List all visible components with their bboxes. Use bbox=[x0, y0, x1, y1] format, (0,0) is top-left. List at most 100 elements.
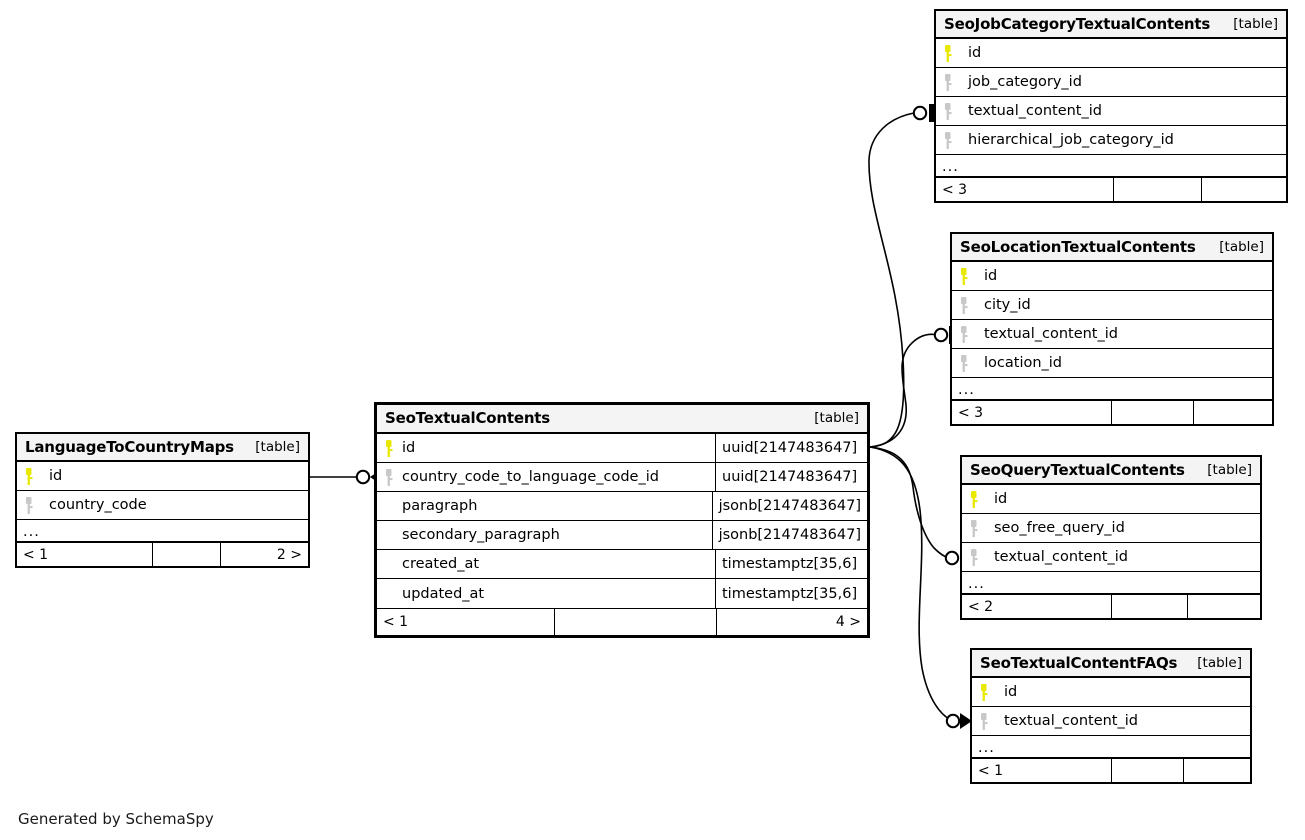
table-row[interactable]: updated_at timestamptz[35,6] bbox=[377, 579, 867, 608]
link-seo-textual-contents-to-location bbox=[869, 333, 939, 448]
foreign-key-icon bbox=[942, 102, 968, 120]
footer-parent-count[interactable]: < 2 bbox=[962, 595, 1112, 618]
column-type: jsonb[2147483647] bbox=[711, 521, 867, 549]
column-name: country_code bbox=[49, 497, 147, 513]
primary-key-icon bbox=[942, 44, 968, 62]
column-type: timestamptz[35,6] bbox=[715, 550, 867, 578]
column-name: job_category_id bbox=[968, 74, 1082, 90]
table-seo-textual-contents[interactable]: SeoTextualContents [table] id uuid[21474… bbox=[374, 402, 870, 638]
table-title: SeoQueryTextualContents bbox=[970, 460, 1185, 479]
table-footer: < 3 bbox=[936, 177, 1286, 201]
column-name: location_id bbox=[984, 355, 1063, 371]
foreign-key-icon bbox=[383, 468, 402, 486]
table-title: SeoJobCategoryTextualContents bbox=[944, 14, 1211, 33]
table-row[interactable]: textual_content_id bbox=[972, 707, 1250, 736]
marker-zero-or-many-faqs bbox=[945, 713, 972, 729]
primary-key-icon bbox=[978, 683, 1004, 701]
table-row[interactable]: hierarchical_job_category_id bbox=[936, 126, 1286, 155]
column-name: id bbox=[984, 268, 998, 284]
footer-child-count[interactable] bbox=[1184, 759, 1250, 782]
column-name: textual_content_id bbox=[1004, 713, 1138, 729]
primary-key-icon bbox=[958, 267, 984, 285]
table-title: LanguageToCountryMaps bbox=[25, 437, 234, 456]
table-title: SeoLocationTextualContents bbox=[960, 237, 1196, 256]
link-seo-textual-contents-to-job-category bbox=[868, 112, 915, 448]
table-seo-textual-content-faqs[interactable]: SeoTextualContentFAQs [table] id textual… bbox=[970, 648, 1252, 784]
table-row[interactable]: id uuid[2147483647] bbox=[377, 434, 867, 463]
table-columns: id uuid[2147483647] country_code_to_lang… bbox=[377, 434, 867, 608]
table-row[interactable]: city_id bbox=[952, 291, 1272, 320]
footer-child-count[interactable] bbox=[1194, 401, 1272, 424]
footer-child-count[interactable]: 4 > bbox=[835, 614, 861, 630]
footer-parent-count[interactable]: < 3 bbox=[952, 401, 1112, 424]
column-type: timestamptz[35,6] bbox=[715, 579, 867, 608]
footer-parent-count[interactable]: < 1 bbox=[377, 609, 555, 635]
column-name: seo_free_query_id bbox=[994, 520, 1125, 536]
table-row[interactable]: seo_free_query_id bbox=[962, 514, 1260, 543]
table-row[interactable]: secondary_paragraph jsonb[2147483647] bbox=[377, 521, 867, 550]
table-columns: id textual_content_id ... bbox=[972, 678, 1250, 758]
table-columns: id job_category_id textual_content_id bbox=[936, 39, 1286, 177]
footer-parent-count[interactable]: < 1 bbox=[17, 543, 153, 566]
column-name: textual_content_id bbox=[994, 549, 1128, 565]
table-title: SeoTextualContentFAQs bbox=[980, 653, 1178, 672]
column-name: paragraph bbox=[402, 498, 478, 514]
table-seo-job-category-textual-contents[interactable]: SeoJobCategoryTextualContents [table] id… bbox=[934, 9, 1288, 203]
table-row[interactable]: id bbox=[972, 678, 1250, 707]
table-header: SeoLocationTextualContents [table] bbox=[952, 234, 1272, 262]
primary-key-icon bbox=[23, 467, 49, 485]
link-seo-textual-contents-to-query bbox=[869, 446, 950, 559]
table-row[interactable]: id bbox=[962, 485, 1260, 514]
foreign-key-icon bbox=[942, 131, 968, 149]
table-row[interactable]: country_code_to_language_code_id uuid[21… bbox=[377, 463, 867, 492]
table-row[interactable]: paragraph jsonb[2147483647] bbox=[377, 492, 867, 521]
column-name: secondary_paragraph bbox=[402, 527, 560, 543]
column-name: id bbox=[994, 491, 1008, 507]
more-columns-indicator: ... bbox=[972, 736, 1250, 758]
table-footer: < 1 4 > bbox=[377, 608, 867, 635]
more-columns-indicator: ... bbox=[936, 155, 1286, 177]
footer-child-count[interactable]: 2 > bbox=[276, 546, 302, 563]
generated-by-credit: Generated by SchemaSpy bbox=[18, 810, 214, 828]
foreign-key-icon bbox=[958, 354, 984, 372]
column-name: id bbox=[968, 45, 982, 61]
table-row[interactable]: id bbox=[17, 462, 308, 491]
table-footer: < 1 2 > bbox=[17, 542, 308, 566]
table-row[interactable]: textual_content_id bbox=[952, 320, 1272, 349]
column-name: textual_content_id bbox=[984, 326, 1118, 342]
footer-child-count[interactable] bbox=[1188, 595, 1260, 618]
table-type-tag: [table] bbox=[255, 438, 300, 455]
table-row[interactable]: id bbox=[952, 262, 1272, 291]
column-name: hierarchical_job_category_id bbox=[968, 132, 1174, 148]
footer-parent-count[interactable]: < 1 bbox=[972, 759, 1112, 782]
table-row[interactable]: country_code bbox=[17, 491, 308, 520]
table-row[interactable]: textual_content_id bbox=[936, 97, 1286, 126]
more-columns-indicator: ... bbox=[17, 520, 308, 542]
column-name: city_id bbox=[984, 297, 1031, 313]
column-type: jsonb[2147483647] bbox=[711, 492, 867, 520]
table-type-tag: [table] bbox=[1197, 654, 1242, 671]
table-columns: id country_code ... bbox=[17, 462, 308, 542]
table-row[interactable]: job_category_id bbox=[936, 68, 1286, 97]
table-columns: id city_id textual_content_id bbox=[952, 262, 1272, 400]
footer-child-count[interactable] bbox=[1202, 178, 1286, 201]
footer-middle bbox=[1112, 401, 1194, 424]
table-seo-location-textual-contents[interactable]: SeoLocationTextualContents [table] id ci… bbox=[950, 232, 1274, 426]
foreign-key-icon bbox=[968, 548, 994, 566]
table-header: SeoJobCategoryTextualContents [table] bbox=[936, 11, 1286, 39]
table-row[interactable]: textual_content_id bbox=[962, 543, 1260, 572]
table-row[interactable]: location_id bbox=[952, 349, 1272, 378]
table-row[interactable]: created_at timestamptz[35,6] bbox=[377, 550, 867, 579]
more-columns-indicator: ... bbox=[952, 378, 1272, 400]
table-seo-query-textual-contents[interactable]: SeoQueryTextualContents [table] id seo_f… bbox=[960, 455, 1262, 620]
table-type-tag: [table] bbox=[814, 410, 859, 426]
primary-key-icon bbox=[968, 490, 994, 508]
foreign-key-icon bbox=[23, 496, 49, 514]
table-row[interactable]: id bbox=[936, 39, 1286, 68]
footer-middle bbox=[1112, 759, 1184, 782]
column-name: created_at bbox=[402, 556, 480, 572]
footer-parent-count[interactable]: < 3 bbox=[936, 178, 1114, 201]
table-language-to-country-maps[interactable]: LanguageToCountryMaps [table] id country… bbox=[15, 432, 310, 568]
table-header: SeoQueryTextualContents [table] bbox=[962, 457, 1260, 485]
foreign-key-icon bbox=[942, 73, 968, 91]
